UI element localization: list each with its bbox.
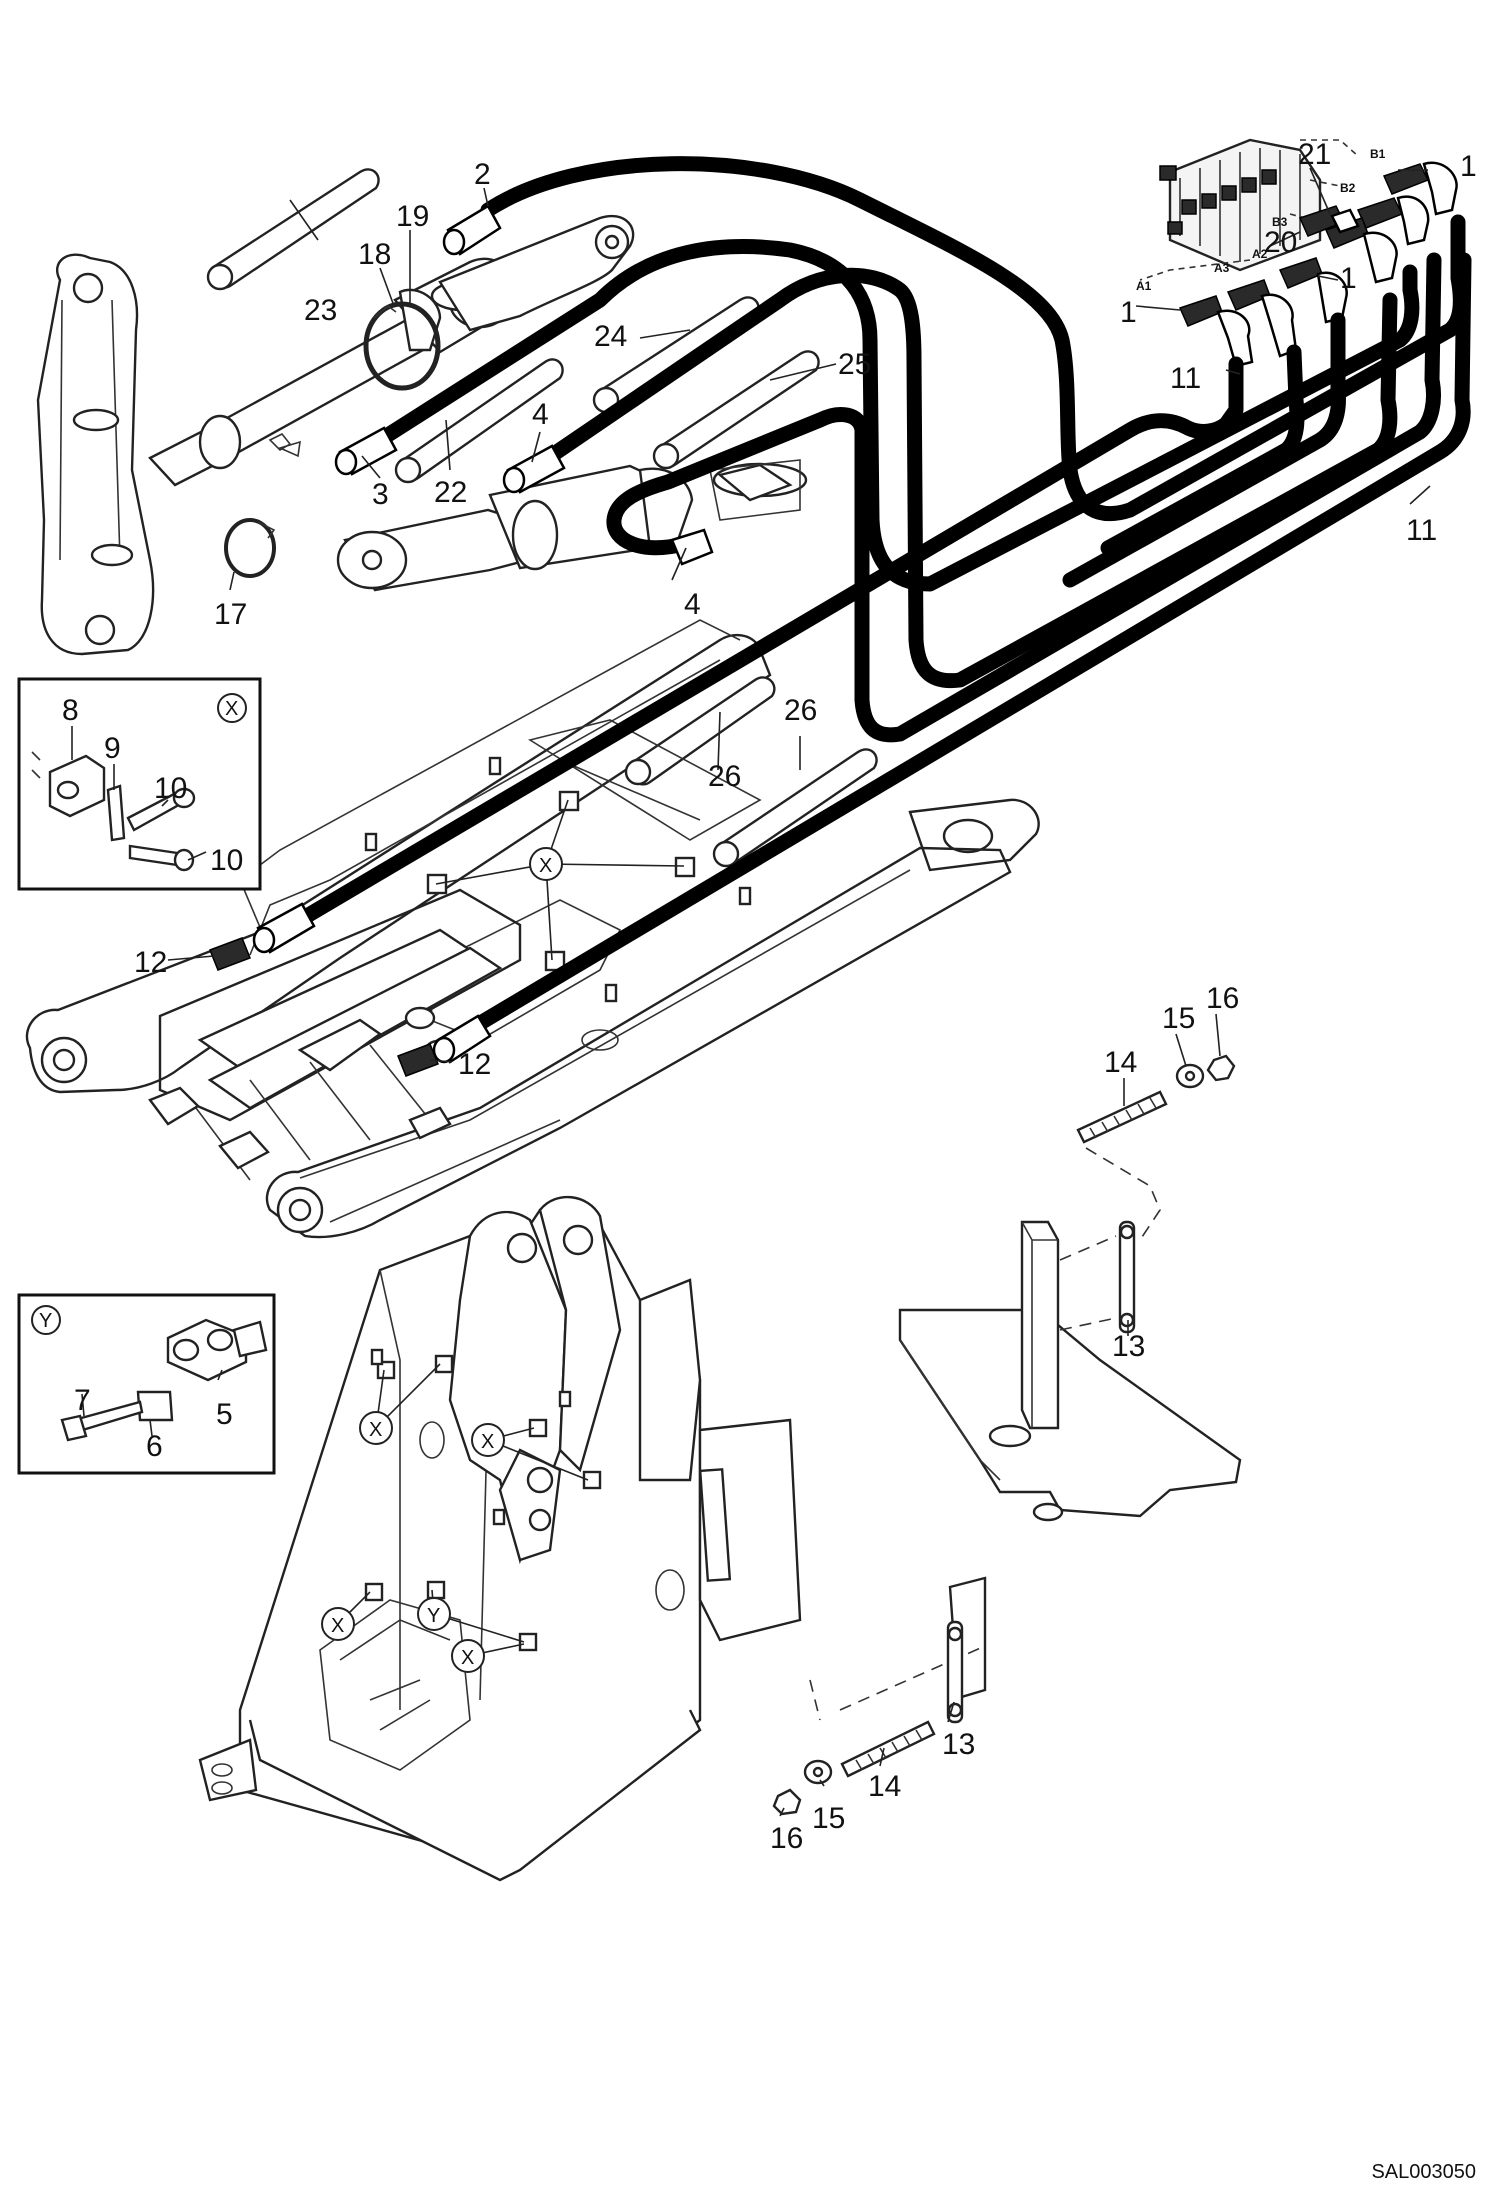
drawing-reference: SAL003050 [1371, 2161, 1476, 2183]
loader-boom [25, 619, 1040, 1239]
callout-1b: 1 [1340, 262, 1357, 295]
inset-view-x [17, 677, 262, 891]
mounting-plate-assembly [809, 1147, 1242, 1724]
view-markers: X X Y X X X Y X [39, 698, 563, 1673]
port-b2: B2 [1340, 181, 1356, 195]
callout-8: 8 [62, 694, 79, 727]
callout-11a: 11 [1170, 362, 1201, 395]
callout-20: 20 [1264, 226, 1297, 259]
port-a3: A3 [1214, 261, 1230, 275]
callout-17: 17 [214, 598, 247, 631]
callout-2: 2 [474, 158, 491, 191]
view-marker-x-frame-3: X [331, 1615, 344, 1637]
hose-clamps [224, 301, 441, 578]
leader-lines [71, 167, 1431, 1817]
callout-14a: 14 [1104, 1046, 1137, 1079]
loader-tower-frame [198, 1195, 802, 1882]
stud-hardware-upper [1076, 1054, 1236, 1144]
callout-13a: 13 [1112, 1330, 1145, 1363]
callout-26b: 26 [784, 694, 817, 727]
callout-labels: 2 19 18 23 24 25 4 3 22 4 17 21 1 20 1 1… [62, 138, 1477, 1855]
callout-15a: 15 [1162, 1002, 1195, 1035]
view-marker-x-inset: X [225, 698, 238, 720]
port-b1: B1 [1370, 147, 1386, 161]
port-b3: B3 [1272, 215, 1288, 229]
callout-19: 19 [396, 200, 429, 233]
callout-1c: 1 [1120, 296, 1137, 329]
callout-16b: 16 [770, 1822, 803, 1855]
port-a2: A2 [1252, 247, 1268, 261]
view-marker-x-frame-1: X [369, 1419, 382, 1441]
callout-3: 3 [372, 478, 389, 511]
sleeve-tubes [206, 168, 820, 484]
callout-10a: 10 [154, 772, 187, 805]
callout-10b: 10 [210, 844, 243, 877]
callout-5: 5 [216, 1398, 233, 1431]
callout-11b: 11 [1406, 514, 1437, 547]
view-marker-x-hub: X [539, 855, 552, 877]
port-fittings [1178, 161, 1458, 368]
callout-24: 24 [594, 320, 627, 353]
callout-12b: 12 [458, 1048, 491, 1081]
callout-15b: 15 [812, 1802, 845, 1835]
callout-22: 22 [434, 476, 467, 509]
callout-6: 6 [146, 1430, 163, 1463]
stud-hardware-lower [772, 1720, 936, 1816]
callout-9: 9 [104, 732, 121, 765]
callout-1a: 1 [1460, 150, 1477, 183]
hose-end-fittings [209, 204, 714, 1077]
view-marker-y-frame: Y [427, 1605, 440, 1627]
callout-18: 18 [358, 238, 391, 271]
callout-25: 25 [838, 348, 871, 381]
hydraulic-hoses [292, 156, 1472, 1036]
lift-arm-link [36, 253, 155, 656]
callout-7: 7 [74, 1384, 91, 1417]
view-marker-x-frame-2: X [481, 1431, 494, 1453]
callout-13b: 13 [942, 1728, 975, 1761]
callout-16a: 16 [1206, 982, 1239, 1015]
callout-14b: 14 [868, 1770, 901, 1803]
view-marker-y-inset: Y [39, 1310, 52, 1332]
view-marker-x-frame-4: X [461, 1647, 474, 1669]
callout-21: 21 [1298, 138, 1331, 171]
callout-4b: 4 [684, 588, 701, 621]
valve-port-labels: B1 B2 B3 A3 A2 A1 [1136, 147, 1386, 293]
callout-4a: 4 [532, 398, 549, 431]
callout-23: 23 [304, 294, 337, 327]
callout-26a: 26 [708, 760, 741, 793]
control-valve-block [1139, 138, 1359, 281]
callout-12a: 12 [134, 946, 167, 979]
port-a1: A1 [1136, 279, 1152, 293]
inset-view-y [17, 1293, 276, 1475]
